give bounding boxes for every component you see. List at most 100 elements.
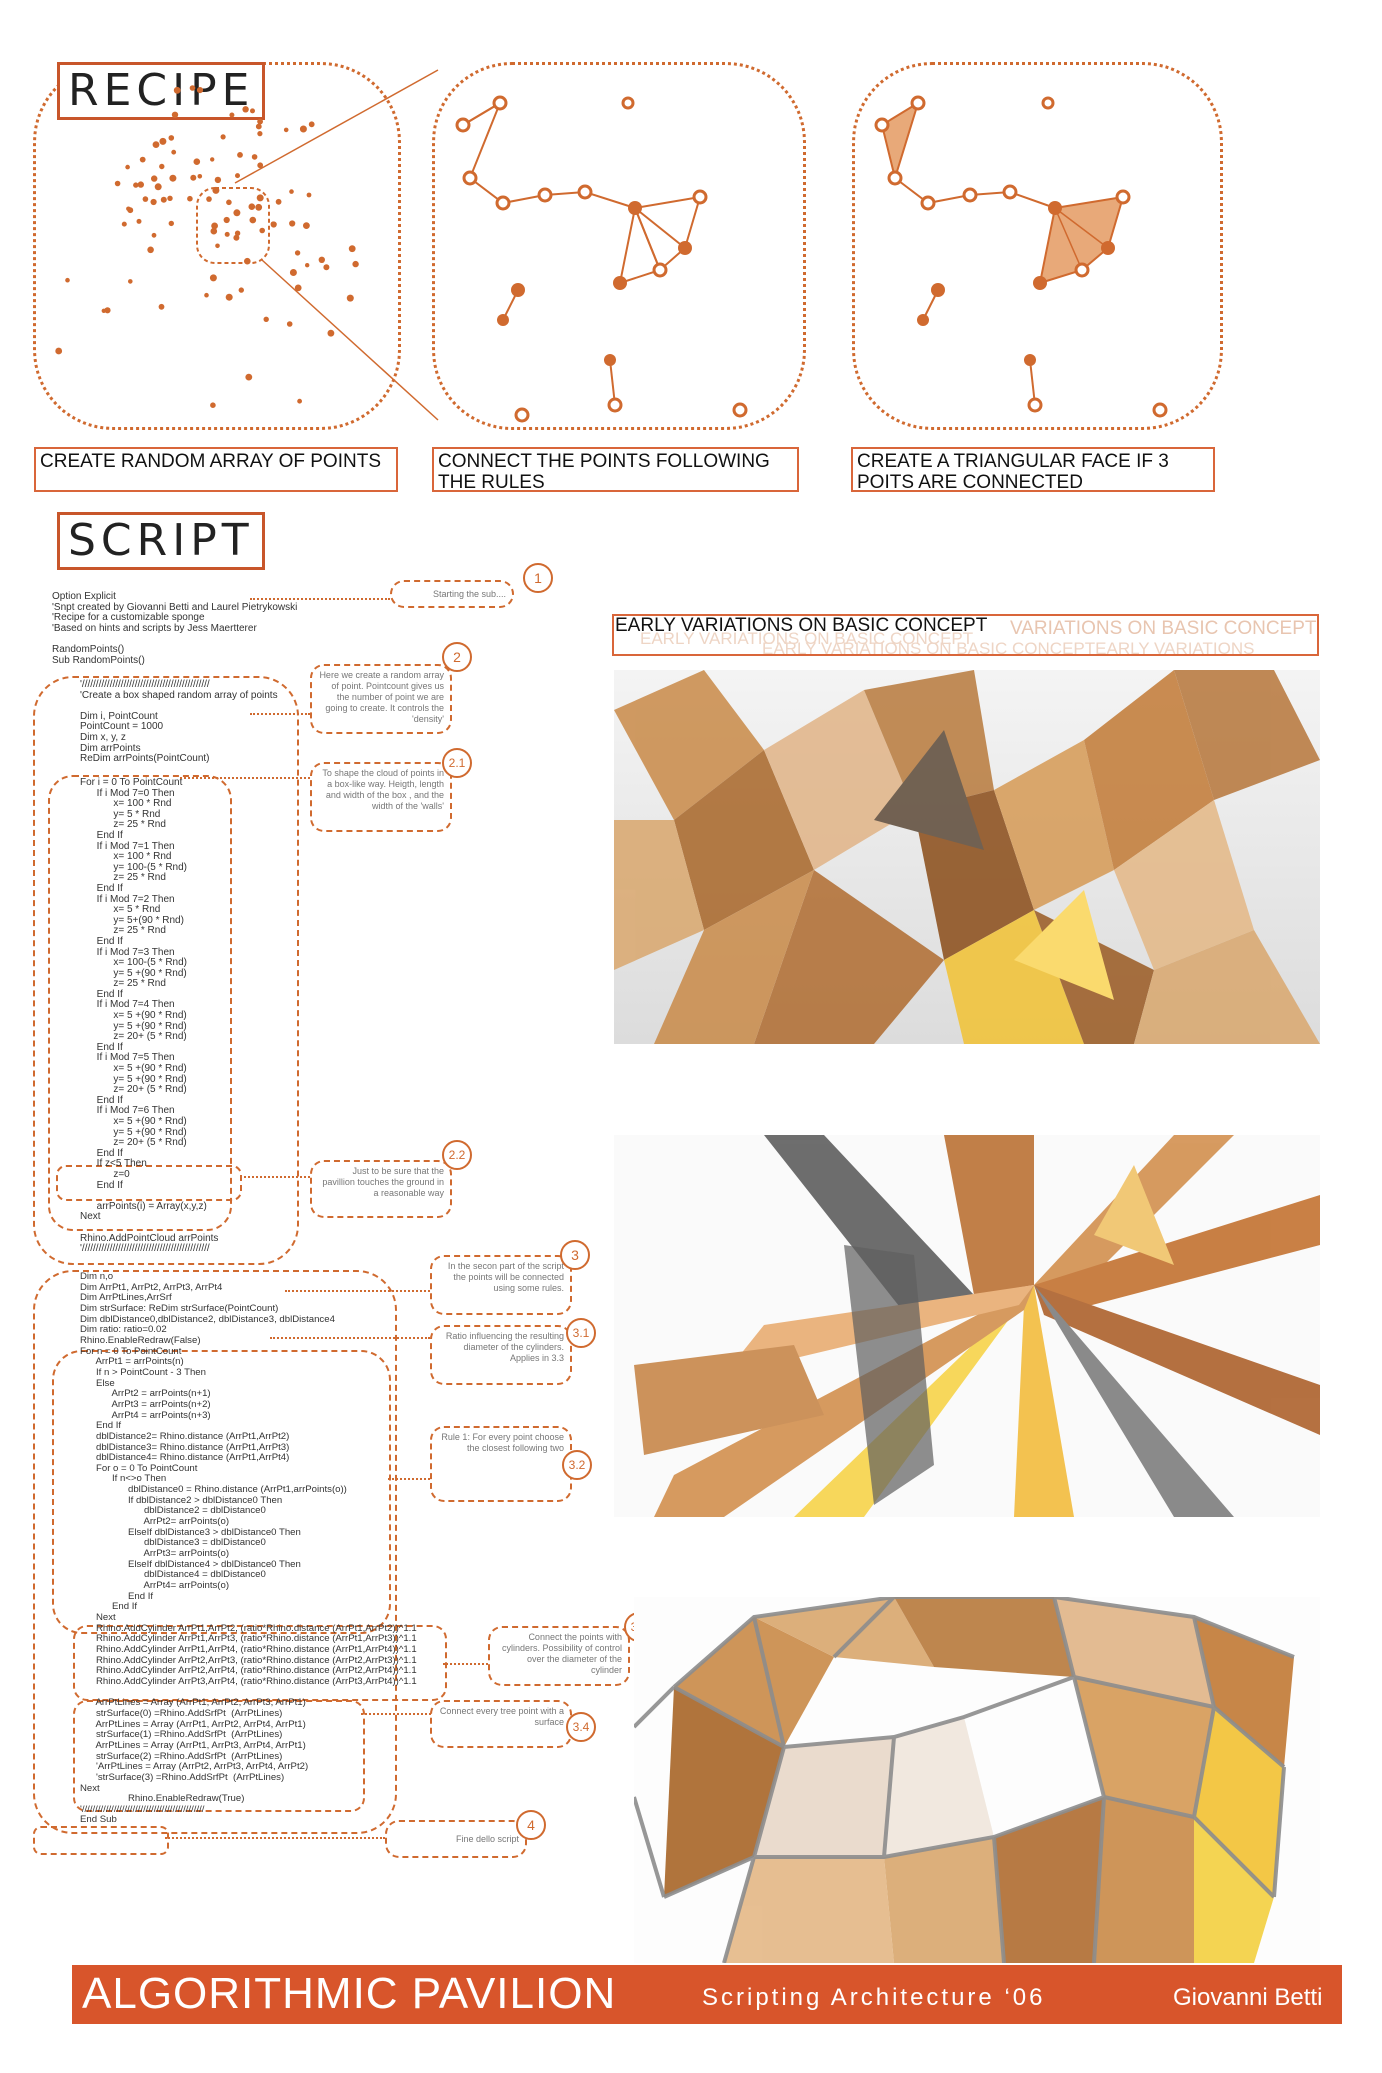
random-point — [210, 227, 218, 235]
random-point — [226, 199, 232, 206]
random-point — [256, 194, 264, 202]
random-point — [263, 316, 269, 322]
random-point — [224, 231, 230, 237]
random-point — [244, 257, 251, 265]
leader-3-1 — [270, 1337, 430, 1339]
random-point — [249, 216, 257, 224]
code-header: Option Explicit 'Snpt created by Giovann… — [52, 591, 298, 666]
random-point — [306, 192, 312, 198]
random-point — [257, 131, 263, 137]
random-point — [237, 152, 243, 158]
random-point — [168, 135, 175, 141]
random-point — [214, 176, 222, 184]
random-point — [308, 121, 315, 128]
render-pavilion — [634, 1597, 1320, 1963]
random-point — [125, 164, 130, 170]
connect-network — [462, 100, 702, 406]
random-point — [305, 263, 310, 268]
random-point — [137, 181, 144, 188]
random-point — [114, 180, 121, 187]
random-point — [139, 156, 146, 163]
random-point — [159, 137, 167, 145]
note-3-1: Ratio influencing the resulting diameter… — [430, 1325, 572, 1385]
code-random-setup: '///////////////////////////////////////… — [80, 679, 278, 765]
connect-nodes — [455, 95, 748, 423]
random-point — [299, 125, 307, 133]
random-point — [193, 158, 201, 165]
leader-2-1 — [180, 777, 310, 779]
random-point — [346, 294, 354, 302]
random-point — [126, 206, 131, 212]
note-3-4: Connect every tree point with a surface — [430, 1700, 572, 1748]
random-point — [242, 106, 249, 113]
footer-banner — [72, 1965, 1342, 2024]
group-nearest — [52, 1350, 391, 1634]
note-1: Starting the sub.... — [390, 580, 514, 608]
random-point — [257, 162, 264, 169]
script-title: SCRIPT — [57, 512, 265, 570]
random-point — [187, 195, 193, 202]
random-point — [55, 347, 63, 355]
variations-ghost-2: EARLY VARIATIONS ON BASIC CONCEPT — [640, 629, 974, 648]
random-point — [210, 157, 215, 162]
note-3: In the secon part of the script the poin… — [430, 1255, 572, 1315]
random-point — [104, 307, 111, 314]
caption-random-points: CREATE RANDOM ARRAY OF POINTS — [34, 447, 398, 492]
random-point — [225, 293, 233, 301]
recipe-panel-faces — [852, 62, 1223, 430]
random-point — [238, 287, 244, 293]
step-number: 3.2 — [562, 1450, 592, 1480]
random-point — [209, 274, 217, 282]
random-point — [190, 174, 197, 181]
render-variation-1 — [614, 670, 1320, 1044]
group-connect — [33, 1270, 397, 1834]
random-point — [211, 222, 219, 230]
random-point — [206, 196, 212, 202]
random-point — [251, 154, 258, 160]
group-ground-check — [56, 1165, 242, 1201]
random-point — [169, 174, 177, 182]
random-point — [259, 227, 266, 234]
leader-4 — [165, 1837, 385, 1839]
step-number: 1 — [523, 563, 553, 593]
step-number: 3.4 — [566, 1712, 596, 1742]
render-variation-2 — [614, 1135, 1320, 1517]
leader-2-2 — [240, 1176, 310, 1178]
random-point — [270, 221, 276, 226]
random-point — [65, 277, 70, 283]
random-point — [142, 196, 149, 202]
random-point — [136, 218, 142, 224]
leader-3-2 — [388, 1478, 430, 1480]
random-point — [168, 220, 174, 227]
random-point — [212, 186, 220, 194]
random-point — [158, 303, 165, 310]
random-point — [245, 373, 253, 381]
note-4: Fine dello script — [385, 1820, 527, 1858]
random-point — [248, 203, 256, 210]
random-point — [151, 232, 157, 238]
random-points — [55, 85, 359, 409]
random-point — [189, 85, 196, 91]
leader-3-3 — [443, 1663, 488, 1665]
recipe-title: RECIPE — [57, 62, 266, 120]
leader-1 — [250, 598, 390, 600]
random-point — [133, 182, 139, 188]
random-point — [150, 198, 157, 206]
zoom-frame — [196, 187, 270, 264]
random-point — [151, 175, 158, 182]
group-end-sub — [33, 1826, 169, 1855]
random-point — [121, 221, 127, 227]
random-point — [289, 189, 294, 194]
footer-author: Giovanni Betti — [1173, 1984, 1323, 2011]
random-point — [234, 230, 241, 236]
recipe-diagrams — [55, 69, 1168, 423]
code-random-loop: For i = 0 To PointCount If i Mod 7=0 The… — [80, 777, 219, 1255]
note-2: Here we create a random array of point. … — [310, 664, 452, 734]
random-point — [235, 173, 240, 179]
random-point — [167, 195, 173, 201]
caption-triangular-face: CREATE A TRIANGULAR FACE IF 3 POITS ARE … — [851, 447, 1215, 493]
step-number: 4 — [516, 1810, 546, 1840]
random-point — [171, 149, 177, 155]
random-point — [152, 141, 160, 149]
random-point — [159, 163, 165, 170]
